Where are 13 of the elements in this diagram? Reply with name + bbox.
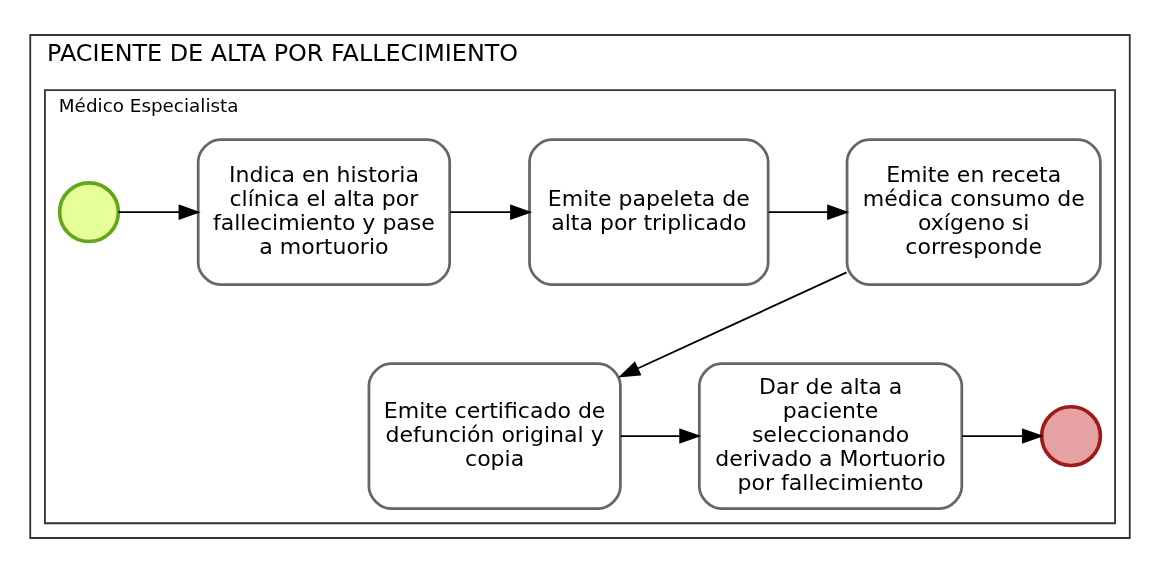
node-box: Emite papeleta de alta por triplicado (528, 137, 770, 286)
arrow (117, 203, 201, 220)
node-circle (57, 180, 121, 243)
arrow (619, 427, 702, 444)
node-circle (1039, 404, 1103, 467)
arrow (767, 203, 850, 220)
arrow (961, 427, 1044, 444)
node-box: Dar de alta a paciente seleccionando derivado a Mortuorio por fallecimiento (697, 361, 964, 510)
node-box: Emite en receta médica consumo de oxígeno si corresponde (845, 137, 1102, 286)
node-box: Indica en historia clínica el alta por fallecimiento y pase a mortuorio (196, 137, 452, 286)
node-box: Emite certificado de defunción original y copia (367, 361, 622, 510)
arrow (449, 203, 533, 220)
arrow (618, 271, 848, 377)
